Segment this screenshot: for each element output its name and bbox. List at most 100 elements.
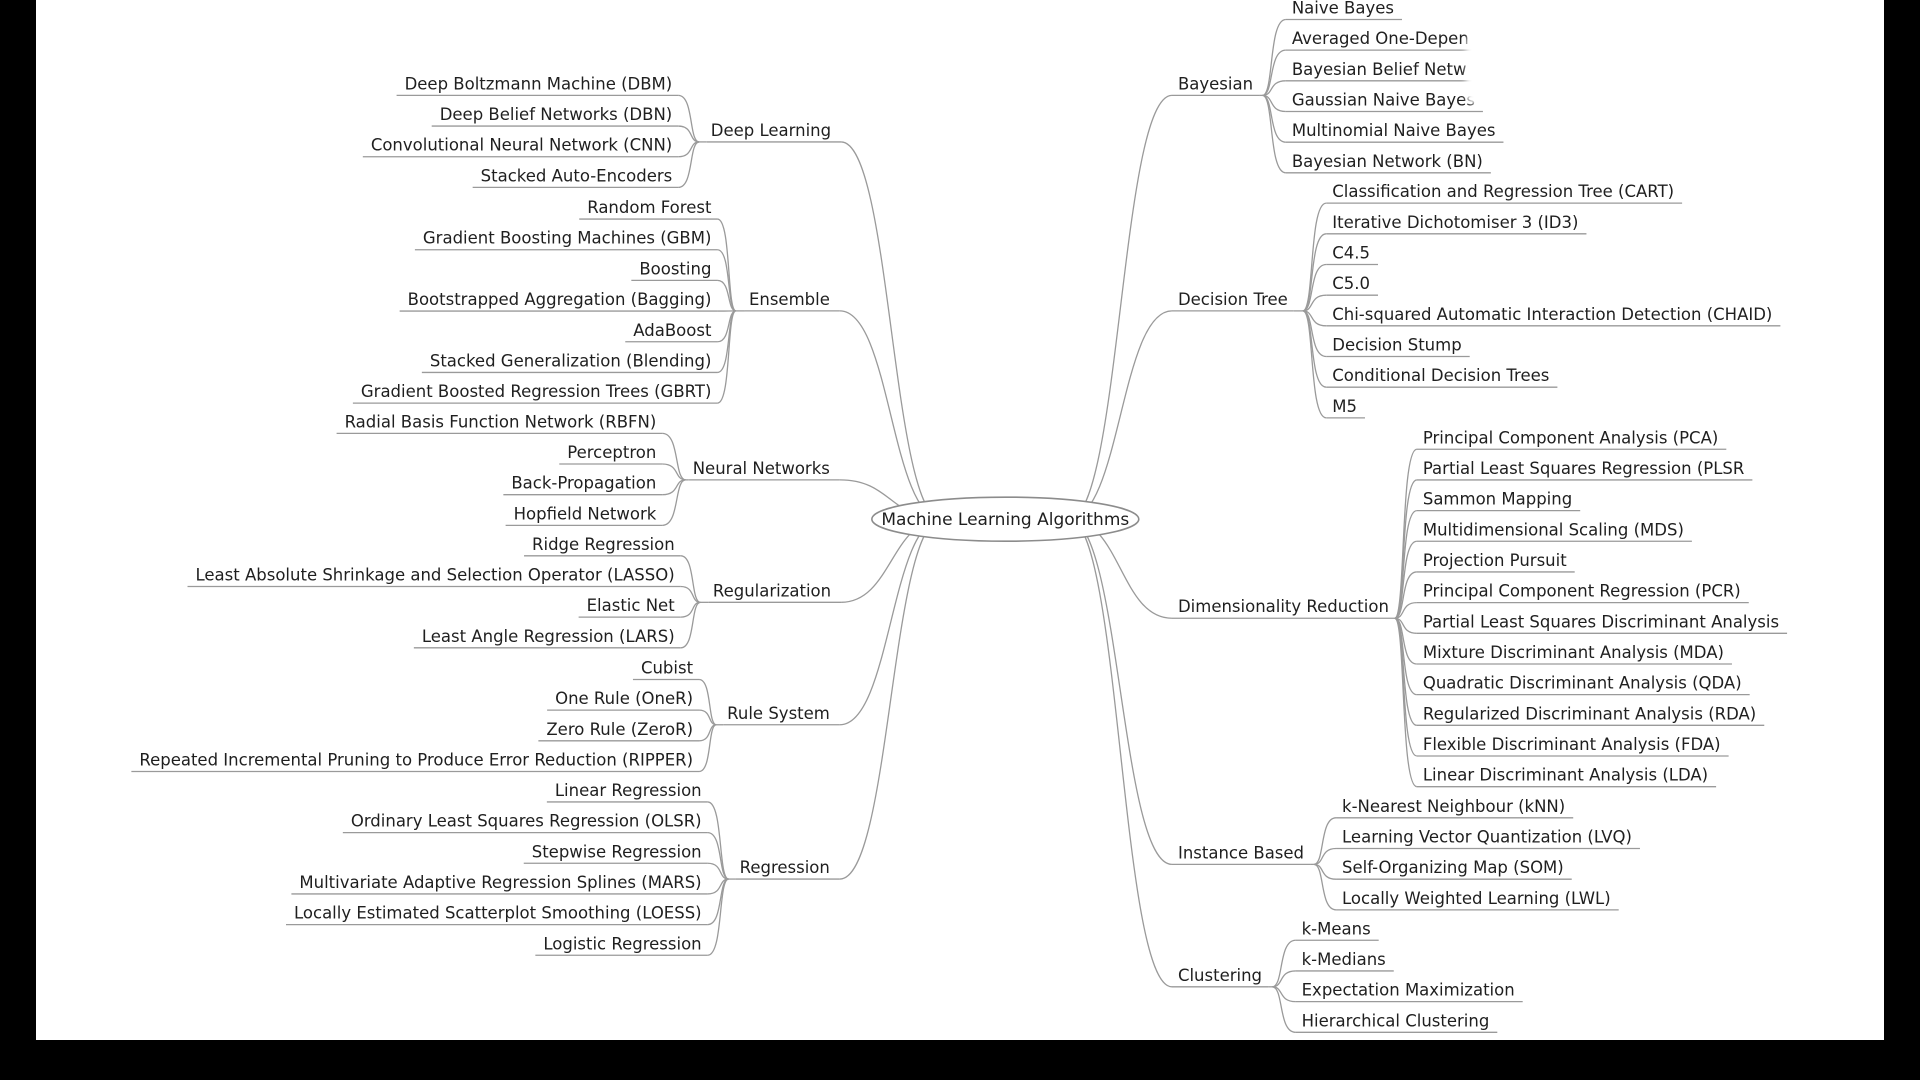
leaf-connector: [707, 878, 729, 926]
leaf-connector: [1313, 847, 1337, 866]
branch-rule-system: Rule System: [727, 704, 830, 723]
leaf-m5: M5: [1332, 397, 1357, 416]
leaf-connector: [1262, 94, 1286, 143]
leaf-connector: [1394, 617, 1418, 788]
leaf-k-medians: k-Medians: [1302, 950, 1386, 969]
branch-regularization: Regularization: [713, 581, 831, 600]
branch-instance-based: Instance Based: [1178, 843, 1304, 862]
leaf-one-rule-oner: One Rule (OneR): [555, 689, 693, 708]
leaf-connector: [678, 125, 700, 143]
leaf-elastic-net: Elastic Net: [587, 596, 676, 615]
connector-edge: [839, 518, 942, 726]
leaf-adaboost: AdaBoost: [633, 321, 712, 340]
leaf-bootstrapped-aggregation-bagging: Bootstrapped Aggregation (Bagging): [408, 290, 712, 309]
smudge-overlay: [1466, 34, 1866, 104]
leaf-gradient-boosting-machines-gbm: Gradient Boosting Machines (GBM): [423, 229, 712, 248]
leaf-linear-discriminant-analysis-lda: Linear Discriminant Analysis (LDA): [1423, 766, 1708, 785]
leaf-decision-stump: Decision Stump: [1332, 336, 1461, 355]
leaf-connector: [1302, 263, 1327, 312]
leaf-ridge-regression: Ridge Regression: [532, 535, 675, 554]
leaf-stacked-generalization-blending: Stacked Generalization (Blending): [430, 351, 712, 370]
leaf-random-forest: Random Forest: [587, 198, 712, 217]
leaf-connector: [1394, 571, 1418, 619]
leaf-connector: [698, 678, 717, 726]
leaf-connector: [1302, 310, 1327, 419]
branch-deep-learning: Deep Learning: [711, 121, 831, 140]
leaf-locally-estimated-scatterplot-smoothing-loess: Locally Estimated Scatterplot Smoothing …: [294, 904, 702, 923]
connector-edge: [839, 518, 942, 880]
leaf-quadratic-discriminant-analysis-qda: Quadratic Discriminant Analysis (QDA): [1423, 674, 1742, 693]
leaf-connector: [680, 601, 701, 649]
leaf-hopfield-network: Hopfield Network: [514, 504, 657, 523]
leaf-connector: [1262, 80, 1286, 97]
leaf-perceptron: Perceptron: [567, 443, 656, 462]
leaf-deep-belief-networks-dbn: Deep Belief Networks (DBN): [440, 105, 673, 124]
leaf-radial-basis-function-network-rbfn: Radial Basis Function Network (RBFN): [345, 412, 657, 431]
leaf-connector: [1313, 817, 1337, 866]
connector-edge: [839, 310, 942, 520]
leaf-connector: [1313, 863, 1337, 911]
leaf-naive-bayes: Naive Bayes: [1292, 0, 1394, 17]
leaf-connector: [1394, 540, 1418, 619]
leaf-logistic-regression: Logistic Regression: [543, 934, 701, 953]
leaf-partial-least-squares-discriminant-analysis: Partial Least Squares Discriminant Analy…: [1423, 612, 1779, 631]
leaf-self-organizing-map-som: Self-Organizing Map (SOM): [1342, 858, 1564, 877]
leaf-bayesian-belief-netw: Bayesian Belief Netw: [1292, 60, 1467, 79]
leaf-connector: [707, 862, 729, 880]
leaf-connector: [680, 555, 701, 603]
leaf-connector: [1302, 294, 1327, 312]
leaf-connector: [717, 310, 737, 404]
root-node: [871, 496, 1140, 543]
branch-clustering: Clustering: [1178, 966, 1262, 985]
leaf-mixture-discriminant-analysis-mda: Mixture Discriminant Analysis (MDA): [1423, 643, 1724, 662]
branch-ensemble: Ensemble: [749, 290, 830, 309]
leaf-iterative-dichotomiser-3-id3: Iterative Dichotomiser 3 (ID3): [1332, 213, 1578, 232]
leaf-multidimensional-scaling-mds: Multidimensional Scaling (MDS): [1423, 520, 1684, 539]
leaf-projection-pursuit: Projection Pursuit: [1423, 551, 1567, 570]
leaf-connector: [707, 831, 729, 880]
leaf-back-propagation: Back-Propagation: [511, 474, 656, 493]
leaf-conditional-decision-trees: Conditional Decision Trees: [1332, 366, 1549, 385]
leaf-connector: [662, 463, 686, 481]
connector-edge: [1068, 310, 1172, 520]
leaf-learning-vector-quantization-lvq: Learning Vector Quantization (LVQ): [1342, 828, 1632, 847]
branch-regression: Regression: [740, 858, 830, 877]
leaf-connector: [1302, 233, 1327, 312]
leaf-connector: [1272, 970, 1296, 988]
leaf-connector: [1271, 939, 1296, 988]
leaf-stepwise-regression: Stepwise Regression: [532, 842, 702, 861]
leaf-connector: [1302, 310, 1327, 358]
leaf-principal-component-analysis-pca: Principal Component Analysis (PCA): [1423, 428, 1718, 447]
leaf-gradient-boosted-regression-trees-gbrt: Gradient Boosted Regression Trees (GBRT): [361, 382, 712, 401]
leaf-multinomial-naive-bayes: Multinomial Naive Bayes: [1292, 121, 1496, 140]
leaf-zero-rule-zeror: Zero Rule (ZeroR): [546, 720, 693, 739]
leaf-connector: [678, 94, 700, 143]
smudge-overlay: [1776, 960, 1876, 1020]
leaf-classification-and-regression-tree-cart: Classification and Regression Tree (CART…: [1332, 182, 1674, 201]
leaf-least-angle-regression-lars: Least Angle Regression (LARS): [422, 627, 675, 646]
leaf-multivariate-adaptive-regression-splines-mars: Multivariate Adaptive Regression Splines…: [299, 873, 701, 892]
leaf-k-nearest-neighbour-knn: k-Nearest Neighbour (kNN): [1342, 797, 1565, 816]
leaf-locally-weighted-learning-lwl: Locally Weighted Learning (LWL): [1342, 889, 1611, 908]
connector-edge: [1068, 518, 1173, 988]
leaf-flexible-discriminant-analysis-fda: Flexible Discriminant Analysis (FDA): [1423, 735, 1721, 754]
leaf-c5-0: C5.0: [1332, 274, 1370, 293]
leaf-deep-boltzmann-machine-dbm: Deep Boltzmann Machine (DBM): [405, 74, 673, 93]
leaf-linear-regression: Linear Regression: [555, 781, 702, 800]
branch-decision-tree: Decision Tree: [1178, 290, 1288, 309]
branch-bayesian: Bayesian: [1178, 74, 1253, 93]
leaf-connector: [678, 141, 700, 189]
leaf-boosting: Boosting: [639, 259, 711, 278]
connector-edge: [1068, 94, 1173, 520]
leaf-connector: [662, 479, 686, 527]
leaf-gaussian-naive-bayes: Gaussian Naive Bayes: [1292, 90, 1475, 109]
leaf-connector: [1271, 986, 1296, 1033]
leaf-bayesian-network-bn: Bayesian Network (BN): [1292, 152, 1483, 171]
leaf-sammon-mapping: Sammon Mapping: [1423, 490, 1572, 509]
leaf-connector: [662, 432, 686, 481]
leaf-stacked-auto-encoders: Stacked Auto-Encoders: [481, 166, 673, 185]
leaf-principal-component-regression-pcr: Principal Component Regression (PCR): [1423, 582, 1741, 601]
mindmap-diagram: Deep Learning Deep Boltzmann Machine (DBM…: [131, 0, 1788, 1033]
connector-edge: [841, 141, 942, 520]
leaf-connector: [698, 724, 717, 773]
